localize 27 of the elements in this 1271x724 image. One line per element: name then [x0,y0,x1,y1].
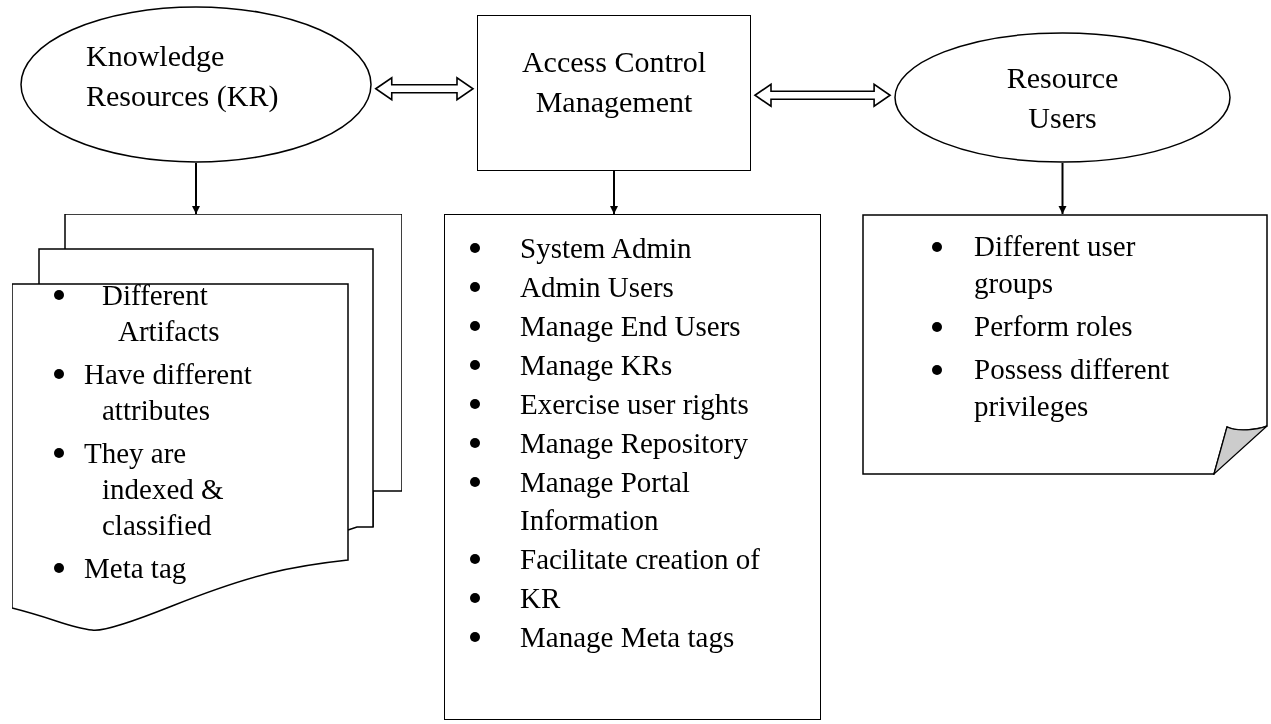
list-item: Perform roles [974,309,1134,344]
list-item: Manage KRs [520,348,674,383]
list-item: Manage Repository [520,426,749,461]
list-item: They are indexed & classified [83,436,225,543]
list-item: Manage Meta tags [520,620,736,655]
double-arrow [374,76,475,102]
list-item: Manage End Users [520,309,742,344]
list-item: Meta tag [83,551,188,586]
list-item: Exercise user rights [520,387,750,422]
arrow [192,162,200,215]
arrow [610,170,618,215]
list-item: Have different attributes [83,357,253,428]
node-label: Resource Users [1005,60,1120,136]
list-item: Manage Portal Information [520,465,691,538]
list-item: Admin Users [520,270,675,305]
list-item: KR [520,581,562,616]
list-item: Different Artifacts [101,278,221,349]
process-box [477,15,751,171]
node-label: Access Control Management [520,44,708,120]
list-item: Facilitate creation of [520,542,761,577]
list-item: Different user groups [974,229,1137,301]
node-label: Knowledge Resources (KR) [86,38,280,114]
list-box [444,214,821,720]
list-item: Possess different privileges [974,352,1171,424]
list-item: System Admin [520,231,693,266]
double-arrow [753,82,892,108]
arrow [1058,162,1067,215]
